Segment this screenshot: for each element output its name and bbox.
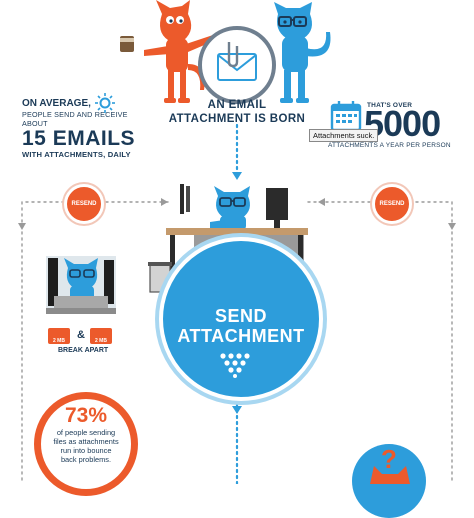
file-a-icon: 2 MB xyxy=(48,328,70,344)
question-mark-icon: ? xyxy=(381,444,397,474)
glasses-icon xyxy=(278,16,292,27)
file-b-icon: 2 MB xyxy=(90,328,112,344)
monitor-left-icon xyxy=(180,184,184,214)
arrow-right-down xyxy=(448,223,456,230)
percent-value: 73% xyxy=(64,404,108,427)
send-attachment-text: SEND ATTACHMENT xyxy=(163,306,319,346)
stat-line3: WITH ATTACHMENTS, DAILY xyxy=(22,150,131,159)
email-envelope-icon xyxy=(198,26,276,104)
stat-5000-tail: ATTACHMENTS A YEAR PER PERSON xyxy=(328,142,451,149)
percent-desc-2: files as attachments xyxy=(53,437,119,446)
stat-thats-over: THAT'S OVER xyxy=(367,102,413,109)
moon-icon xyxy=(127,95,140,111)
email-stat-block: ON AVERAGE, PEOPLE SEND AND RECEIVE ABOU… xyxy=(22,98,142,159)
born-line2: ATTACHMENT IS BORN xyxy=(168,113,306,125)
chevron-down-icon xyxy=(220,353,250,378)
resend-left-badge: RESEND xyxy=(64,184,104,224)
blue-cat-illustration xyxy=(274,2,331,103)
arrow-top xyxy=(232,172,242,180)
stat-line2: PEOPLE SEND AND RECEIVE ABOUT xyxy=(22,110,128,128)
blue-cat-body xyxy=(282,36,308,72)
attachment-born-text: AN EMAIL ATTACHMENT IS BORN xyxy=(167,98,307,126)
arrow-right xyxy=(318,198,325,206)
arrow-left-down xyxy=(18,223,26,230)
arrow-left xyxy=(161,198,168,206)
cat-arm-cup xyxy=(144,46,170,56)
calendar-icon xyxy=(330,101,362,132)
break-amp: & xyxy=(77,329,85,341)
monitor-right-icon xyxy=(266,188,288,220)
send-attachment-circle xyxy=(159,237,323,401)
cat-leg-left xyxy=(168,70,174,100)
arrow-bottom xyxy=(232,406,242,414)
laptop-cat-illustration xyxy=(46,256,116,314)
cat-body xyxy=(166,38,188,72)
sun-moon-icons xyxy=(95,93,140,113)
break-apart-block: 2 MB & 2 MB BREAK APART xyxy=(44,326,120,356)
blue-cat-tail xyxy=(306,32,331,57)
desk-cat-icon xyxy=(210,186,250,230)
percent-stat-text: 73% of people sending files as attachmen… xyxy=(36,404,136,464)
tooltip: Attachments suck. xyxy=(309,129,379,142)
resend-right-badge: RESEND xyxy=(372,184,412,224)
cat-leg-right xyxy=(180,70,186,100)
paperclip-icon xyxy=(227,42,239,68)
send-line2: ATTACHMENT xyxy=(177,326,305,346)
question-cat-icon xyxy=(370,466,410,484)
sun-icon xyxy=(95,93,115,113)
stat-big-number: 15 EMAILS xyxy=(22,127,136,150)
percent-desc-1: of people sending xyxy=(56,428,116,437)
connector-right xyxy=(373,201,453,484)
percent-desc-4: back problems. xyxy=(60,455,112,464)
born-line1: AN EMAIL xyxy=(207,99,267,111)
percent-desc-3: run into bounce xyxy=(60,446,112,455)
desk-top xyxy=(166,228,308,235)
break-apart-label: BREAK APART xyxy=(58,347,109,354)
stat-line1: ON AVERAGE, xyxy=(22,98,91,109)
send-line1: SEND xyxy=(214,306,267,326)
